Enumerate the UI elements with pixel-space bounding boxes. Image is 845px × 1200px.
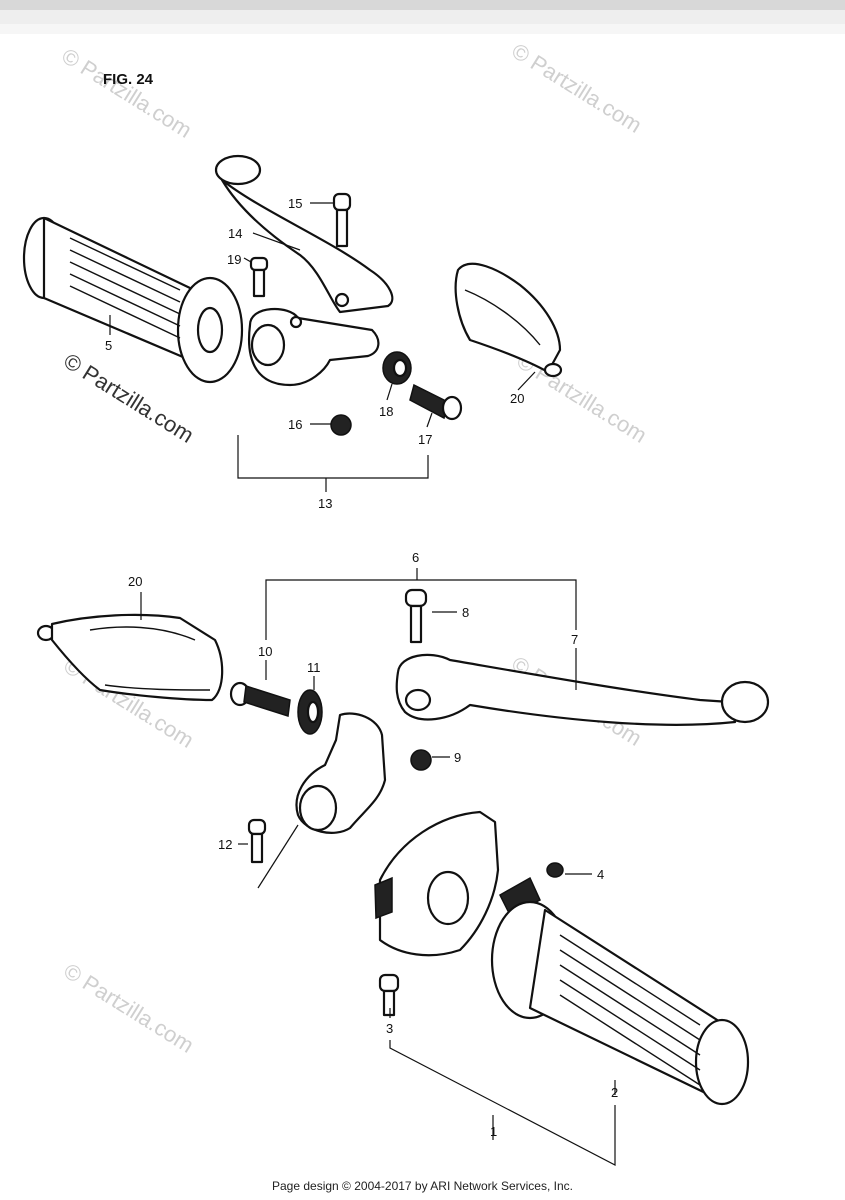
watermark: © Partzilla.com: [59, 348, 198, 448]
part-7-brake-lever: [395, 653, 770, 726]
part-10-adjuster-bolt: [229, 681, 291, 717]
part-15-pivot-bolt: [332, 192, 352, 248]
part-1-throttle-housing: [374, 810, 500, 957]
part-6-lever-holder: [295, 712, 387, 834]
part-5-left-grip: [22, 216, 244, 384]
watermark: © Partzilla.com: [59, 958, 198, 1058]
part-11-washer: [297, 689, 323, 735]
part-20-lever-cover-lower: [36, 613, 224, 702]
part-2-throttle-grip: [490, 876, 750, 1106]
callout-9: 9: [454, 750, 461, 765]
callout-12: 12: [218, 837, 232, 852]
part-9-nut: [410, 749, 432, 771]
callout-1: 1: [490, 1124, 497, 1139]
callout-19: 19: [227, 252, 241, 267]
figure-label: FIG. 24: [103, 71, 154, 88]
callout-2: 2: [611, 1085, 618, 1100]
lower-leader-lines: [140, 568, 616, 1166]
lower-callouts: 6 20 8 7 10 11 9 12 4 3 2 1: [128, 550, 618, 1139]
part-8-pivot-bolt: [404, 588, 428, 644]
part-19-screw: [249, 256, 269, 298]
watermarks: © Partzilla.com © Partzilla.com © Partzi…: [57, 38, 651, 1058]
callout-20: 20: [510, 391, 524, 406]
callout-7: 7: [571, 632, 578, 647]
callout-8: 8: [462, 605, 469, 620]
callout-16: 16: [288, 417, 302, 432]
upper-callouts: 15 14 19 5 16 18 17 20 13: [105, 196, 524, 511]
callout-18: 18: [379, 404, 393, 419]
part-16-nut: [330, 414, 352, 436]
callout-11: 11: [307, 660, 321, 675]
upper-leader-lines: [109, 202, 536, 492]
part-17-adjuster-bolt: [409, 383, 463, 421]
part-20-lever-cover-upper: [454, 262, 563, 378]
part-18-washer: [382, 351, 412, 385]
part-12-screw: [247, 818, 267, 864]
part-3-screw: [378, 973, 400, 1017]
callout-14: 14: [228, 226, 242, 241]
part-14-clutch-lever: [214, 154, 394, 314]
callout-15: 15: [288, 196, 302, 211]
callout-3: 3: [386, 1021, 393, 1036]
part-4-cable-end: [546, 862, 564, 878]
callout-6: 6: [412, 550, 419, 565]
callout-4: 4: [597, 867, 604, 882]
watermark: © Partzilla.com: [57, 43, 196, 143]
callout-5: 5: [105, 338, 112, 353]
page-footer: Page design © 2004-2017 by ARI Network S…: [271, 1179, 573, 1193]
callout-10: 10: [258, 644, 272, 659]
scan-edge-noise: [0, 0, 845, 34]
watermark: © Partzilla.com: [507, 38, 646, 138]
callout-20: 20: [128, 574, 142, 589]
part-13-lever-holder: [247, 307, 380, 387]
callout-13: 13: [318, 496, 332, 511]
callout-17: 17: [418, 432, 432, 447]
